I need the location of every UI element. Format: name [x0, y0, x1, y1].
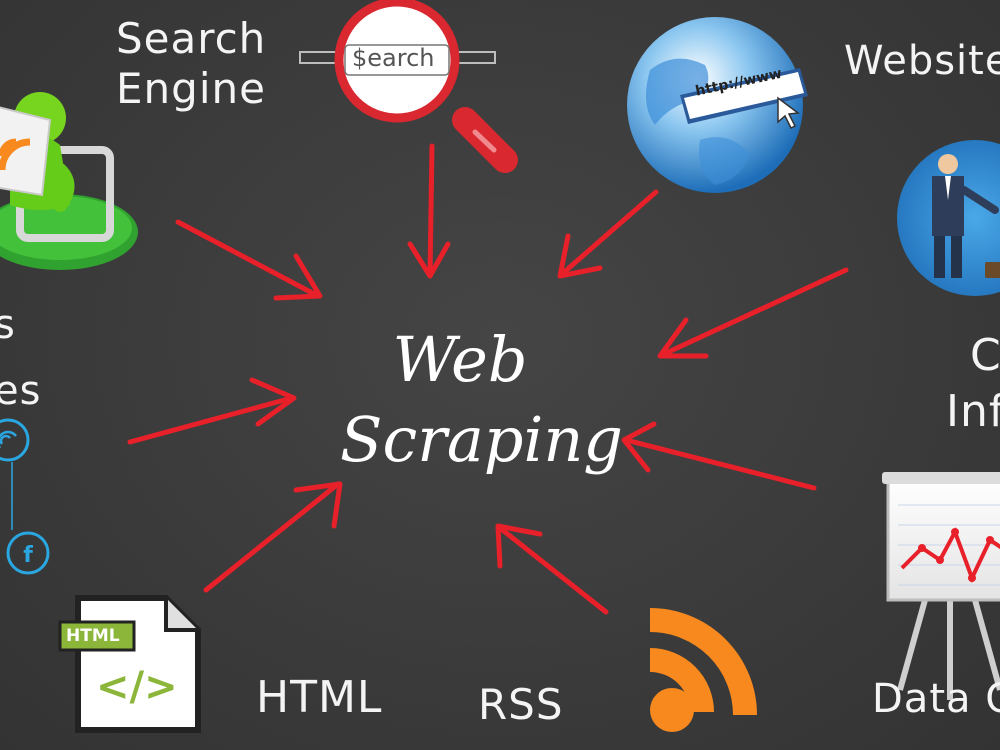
rss-reader-person-icon — [0, 92, 138, 270]
html-badge-text: HTML — [66, 626, 120, 646]
right-partial-label: C Inf — [946, 328, 1000, 440]
social-icons — [0, 418, 50, 575]
arrow-html — [203, 481, 343, 593]
arrow-search-engine — [175, 219, 323, 301]
business-meeting-icon — [897, 140, 1000, 296]
left-partial-label: s es — [0, 292, 41, 424]
arrow-search — [407, 143, 451, 279]
arrow-company-info — [657, 267, 849, 359]
arrow-data — [621, 421, 817, 491]
rss-label: RSS — [478, 680, 564, 729]
flow-arrows — [127, 143, 849, 615]
web-scraping-title-line2: Scraping — [340, 403, 623, 476]
arrow-websites — [557, 189, 659, 279]
search-icon-text: $earch — [352, 44, 435, 72]
arrow-left-source — [127, 377, 297, 445]
search-magnifier-icon — [299, 0, 518, 173]
web-scraping-title: Web Scraping — [340, 320, 623, 480]
left-partial-label-line2: es — [0, 368, 42, 414]
data-partial-label: Data Of — [872, 676, 1000, 722]
html-file-icon — [58, 595, 201, 733]
html-label: HTML — [256, 672, 383, 723]
rss-icon — [649, 608, 757, 732]
arrow-rss — [495, 523, 609, 615]
left-partial-label-line1: s — [0, 302, 16, 348]
right-partial-label-line1: C — [970, 330, 1000, 381]
globe-icon — [627, 17, 808, 193]
html-code-symbol: </> — [96, 664, 178, 710]
web-scraping-title-line1: Web — [392, 323, 528, 396]
facebook-icon: f — [23, 543, 33, 568]
search-engine-label: Search Engine — [116, 14, 266, 114]
presentation-chart-icon — [882, 472, 1000, 700]
search-engine-label-line2: Engine — [116, 64, 266, 113]
search-engine-label-line1: Search — [116, 14, 267, 63]
right-partial-label-line2: Inf — [946, 386, 1000, 437]
svg-text:f: f — [23, 543, 33, 568]
